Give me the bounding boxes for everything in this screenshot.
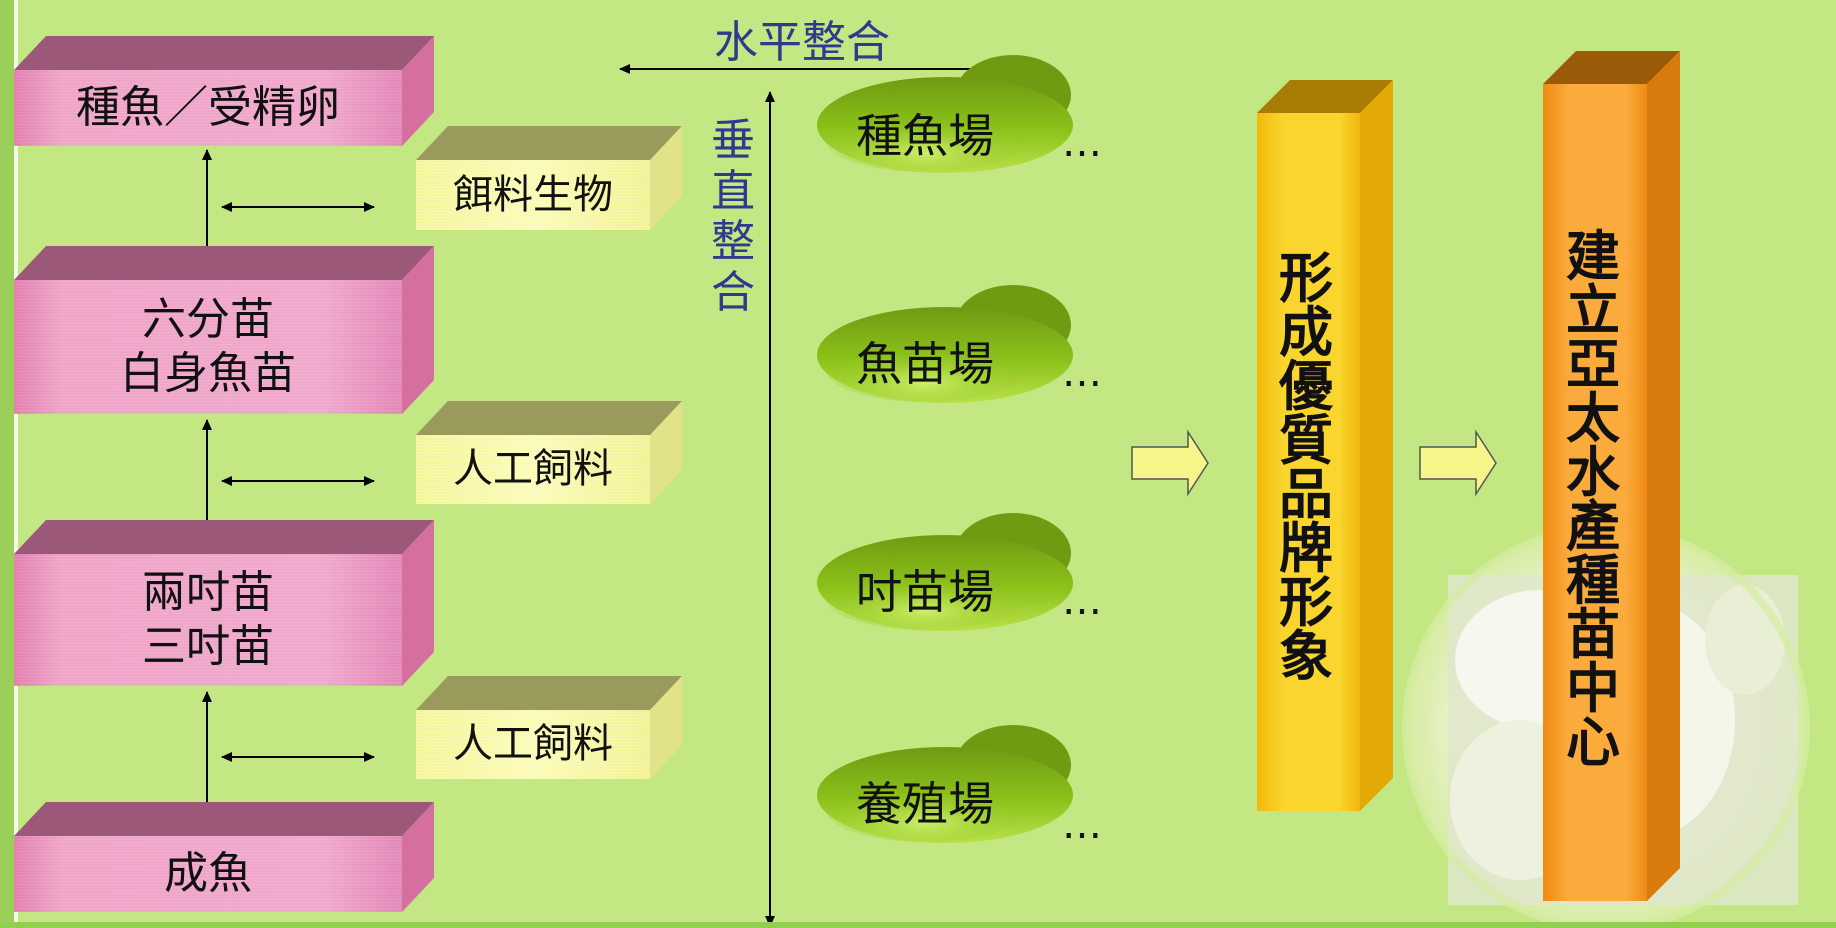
farm-oval-3 [817, 513, 1073, 631]
farm-label-1: 種魚場 [856, 109, 994, 163]
stage-4-label: 成魚 [164, 848, 252, 900]
slide-bottom-border [0, 922, 1836, 928]
stage-2-label-line1: 六分苗 [142, 294, 274, 346]
stage-box-2-shape [14, 246, 434, 414]
farm-oval-2 [817, 285, 1073, 403]
stage-3-label-line2: 三吋苗 [142, 621, 274, 672]
seed-center-label: 建 立 亞 太 水 產 種 苗 中 心 [1566, 225, 1620, 774]
feed-1-label: 餌料生物 [453, 171, 613, 218]
farm-oval-1 [817, 55, 1073, 173]
stage-3-label-line1: 兩吋苗 [142, 567, 274, 619]
feed-box-1-shape [416, 126, 682, 230]
farm-oval-4 [817, 725, 1073, 843]
slide-left-border [0, 0, 14, 928]
feed-box-3-shape [416, 676, 682, 779]
ellipsis-3: … [1062, 578, 1104, 624]
block-arrow-1 [1131, 429, 1209, 497]
stage-2-label-line2: 白身魚苗 [120, 348, 296, 399]
ellipsis-1: … [1062, 120, 1104, 166]
stage-box-1-shape [14, 36, 434, 146]
center-column-shape [1543, 51, 1680, 901]
stage-box-3-shape [14, 520, 434, 686]
horizontal-integration-label: 水平整合 [714, 17, 890, 68]
feed-box-2-shape [416, 401, 682, 504]
stage-box-4-shape [14, 802, 434, 912]
farm-label-4: 養殖場 [856, 777, 994, 831]
farm-label-2: 魚苗場 [856, 337, 994, 391]
ellipsis-2: … [1062, 350, 1104, 396]
block-arrow-2 [1419, 429, 1497, 497]
farm-label-3: 吋苗場 [856, 565, 994, 619]
feed-2-label: 人工飼料 [453, 446, 613, 493]
feed-3-label: 人工飼料 [453, 721, 613, 768]
brand-column-shape [1257, 80, 1393, 811]
brand-image-label: 形 成 優 質 品 牌 形 象 [1279, 247, 1333, 688]
stage-1-label: 種魚／受精卵 [76, 82, 340, 134]
ellipsis-4: … [1062, 802, 1104, 848]
slide-left-border-line [14, 0, 18, 928]
vertical-integration-label: 垂 直 整 合 [711, 115, 755, 318]
